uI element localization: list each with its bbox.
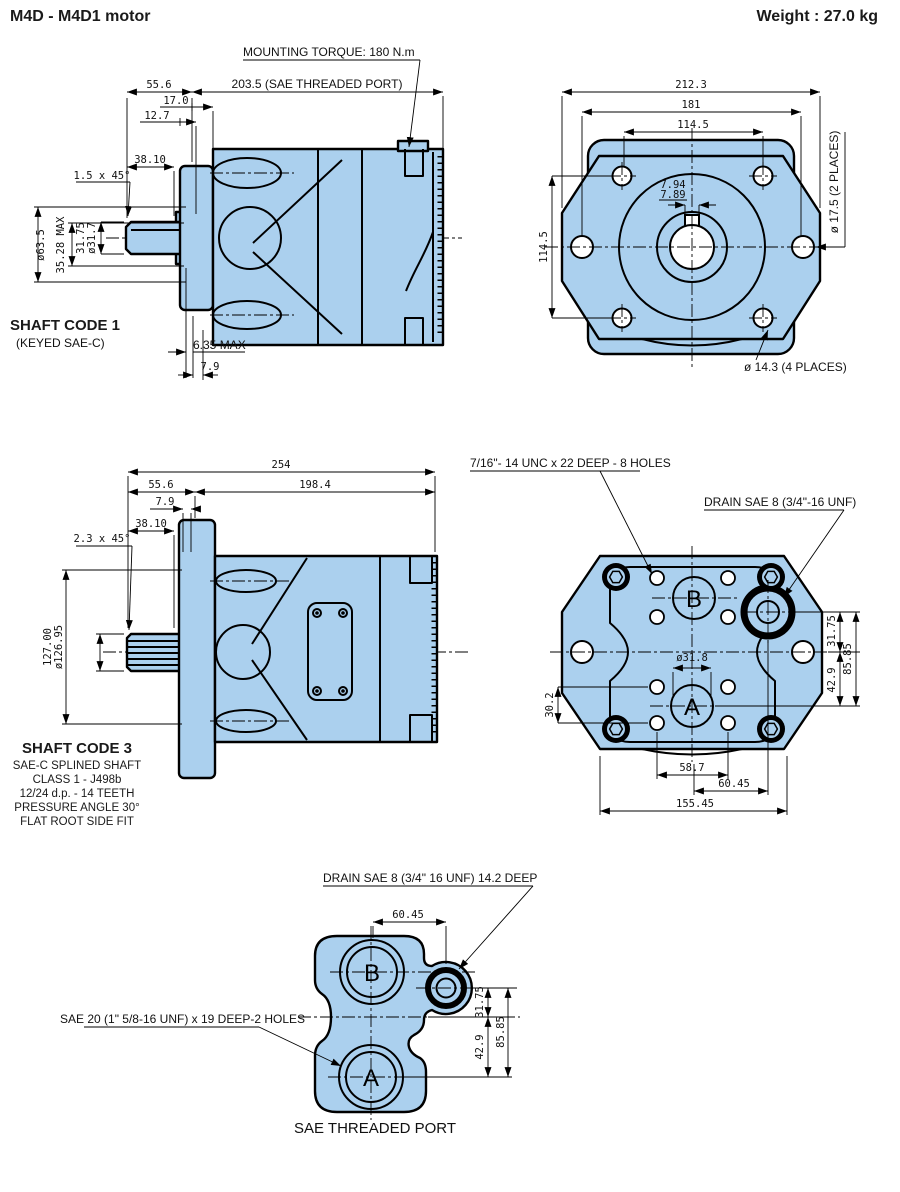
port-b-letter: B bbox=[364, 960, 380, 987]
dim-203-5: 203.5 (SAE THREADED PORT) bbox=[232, 77, 403, 91]
view1-dimension-lines bbox=[34, 59, 444, 380]
sae-threaded-port-caption: SAE THREADED PORT bbox=[294, 1120, 456, 1137]
shaft-code-3-line3: 12/24 d.p. - 14 TEETH bbox=[20, 788, 135, 800]
view-port-face: DRAIN SAE 8 (3/4" 16 UNF) 14.2 DEEP SAE … bbox=[60, 871, 537, 1137]
dim-127-00: 127.00 bbox=[42, 628, 54, 666]
nameplate-screws bbox=[312, 608, 348, 696]
drain-callout: DRAIN SAE 8 (3/4"-16 UNF) bbox=[704, 495, 856, 509]
shaft-code-3-title: SHAFT CODE 3 bbox=[22, 740, 132, 757]
dim-12-7: 12.7 bbox=[144, 110, 169, 122]
dim-126-95: ø126.95 bbox=[53, 625, 65, 669]
dim-254: 254 bbox=[272, 459, 291, 471]
sae20-callout: SAE 20 (1" 5/8-16 UNF) x 19 DEEP-2 HOLES bbox=[60, 1012, 305, 1026]
dim-chamfer-2: 2.3 x 45° bbox=[74, 533, 131, 545]
dim-31-75: 31.75 bbox=[75, 222, 87, 254]
dim-shaft-dia: ø31.7 bbox=[86, 222, 98, 254]
dim-212-3: 212.3 bbox=[675, 79, 707, 91]
dim-flange-dia: ø63.5 bbox=[35, 229, 47, 261]
shaft-boss-circle bbox=[215, 624, 271, 680]
view3-dimension-lines bbox=[62, 468, 436, 725]
drain-deep-callout: DRAIN SAE 8 (3/4" 16 UNF) 14.2 DEEP bbox=[323, 871, 537, 885]
dim-42-9: 42.9 bbox=[826, 667, 838, 692]
view5-dimension-lines bbox=[84, 885, 534, 1078]
view-side-shaft-code-1: MOUNTING TORQUE: 180 N.m 55.6 203.5 (SAE… bbox=[10, 45, 462, 380]
view-front: 212.3 181 114.5 7.94 7.89 114.5 ø 17.5 (… bbox=[538, 79, 847, 374]
shaft-boss-circle bbox=[218, 206, 282, 270]
dim-dia-31-8: ø31.8 bbox=[676, 652, 708, 664]
front-body bbox=[545, 128, 842, 368]
dim-35-28: 35.28 MAX bbox=[55, 216, 67, 274]
nameplate bbox=[307, 602, 353, 701]
unc-holes-callout: 7/16"- 14 UNC x 22 DEEP - 8 HOLES bbox=[470, 456, 671, 470]
view1-texts: MOUNTING TORQUE: 180 N.m 55.6 203.5 (SAE… bbox=[10, 45, 415, 373]
view5-texts: DRAIN SAE 8 (3/4" 16 UNF) 14.2 DEEP SAE … bbox=[60, 871, 537, 1137]
view-side-shaft-code-3: 254 55.6 198.4 7.9 38.10 2.3 x 45° 127.0… bbox=[13, 459, 470, 828]
dim-155-45: 155.45 bbox=[676, 798, 714, 810]
shaft-code-3-line2: CLASS 1 - J498b bbox=[33, 774, 122, 786]
dim-114-5-top: 114.5 bbox=[677, 119, 709, 131]
dim-chamfer-1: 1.5 x 45° bbox=[74, 170, 131, 182]
port-face-body bbox=[298, 926, 520, 1120]
view4-dimension-lines bbox=[470, 470, 860, 815]
shaft-code-3-line4: PRESSURE ANGLE 30° bbox=[14, 802, 139, 814]
housing bbox=[213, 554, 439, 744]
dim-31-75: 31.75 bbox=[474, 986, 486, 1018]
weight-label: Weight : 27.0 kg bbox=[756, 8, 878, 25]
hex-socket-bolt bbox=[602, 563, 785, 743]
dim-7-89: 7.89 bbox=[660, 189, 685, 201]
port-a-letter: A bbox=[684, 694, 700, 721]
dim-60-45: 60.45 bbox=[718, 778, 750, 790]
shaft-code-3-line5: FLAT ROOT SIDE FIT bbox=[20, 816, 134, 828]
dim-7-9: 7.9 bbox=[156, 496, 175, 508]
dim-31-75: 31.75 bbox=[826, 615, 838, 647]
dim-42-9: 42.9 bbox=[474, 1034, 486, 1059]
housing bbox=[211, 147, 445, 347]
dim-60-45: 60.45 bbox=[392, 909, 424, 921]
dim-17-0: 17.0 bbox=[163, 95, 188, 107]
threaded-holes bbox=[649, 570, 736, 731]
dim-85-85: 85.85 bbox=[842, 643, 854, 675]
label-dia-17-5: ø 17.5 (2 PLACES) bbox=[827, 131, 841, 234]
label-dia-14-3: ø 14.3 (4 PLACES) bbox=[744, 360, 847, 374]
dim-30-2: 30.2 bbox=[544, 692, 556, 717]
shaft-code-1-sub: (KEYED SAE-C) bbox=[16, 336, 105, 350]
rear-body bbox=[550, 546, 840, 762]
dim-38-10: 38.10 bbox=[135, 518, 167, 530]
port-b-letter: B bbox=[686, 586, 702, 613]
mounting-flange bbox=[178, 164, 215, 312]
view2-texts: 212.3 181 114.5 7.94 7.89 114.5 ø 17.5 (… bbox=[538, 79, 847, 374]
dim-58-7: 58.7 bbox=[679, 762, 704, 774]
view3-texts: 254 55.6 198.4 7.9 38.10 2.3 x 45° 127.0… bbox=[13, 459, 331, 828]
dim-85-85: 85.85 bbox=[495, 1016, 507, 1048]
port-a-letter: A bbox=[363, 1065, 379, 1092]
mounting-flange bbox=[177, 518, 217, 780]
dim-7-9: 7.9 bbox=[201, 361, 220, 373]
dim-55-6: 55.6 bbox=[146, 79, 171, 91]
dim-55-6: 55.6 bbox=[148, 479, 173, 491]
dim-38-10: 38.10 bbox=[134, 154, 166, 166]
keyed-shaft bbox=[124, 220, 188, 256]
view4-texts: 7/16"- 14 UNC x 22 DEEP - 8 HOLES DRAIN … bbox=[470, 456, 856, 810]
dim-114-5-left: 114.5 bbox=[538, 231, 550, 263]
shaft-code-1-title: SHAFT CODE 1 bbox=[10, 317, 120, 334]
view-rear: 7/16"- 14 UNC x 22 DEEP - 8 HOLES DRAIN … bbox=[470, 456, 860, 815]
dim-6-35: 6.35 MAX bbox=[193, 338, 246, 352]
dim-198-4: 198.4 bbox=[299, 479, 331, 491]
mounting-torque-callout: MOUNTING TORQUE: 180 N.m bbox=[243, 45, 415, 59]
dim-7-94: 7.94 bbox=[660, 179, 685, 191]
shaft-code-3-line1: SAE-C SPLINED SHAFT bbox=[13, 760, 141, 772]
motor-body-side1 bbox=[106, 139, 462, 347]
view2-dimension-lines bbox=[548, 88, 846, 361]
page-title: M4D - M4D1 motor bbox=[10, 8, 151, 25]
dim-181: 181 bbox=[682, 99, 701, 111]
motor-body-side3 bbox=[103, 518, 470, 780]
